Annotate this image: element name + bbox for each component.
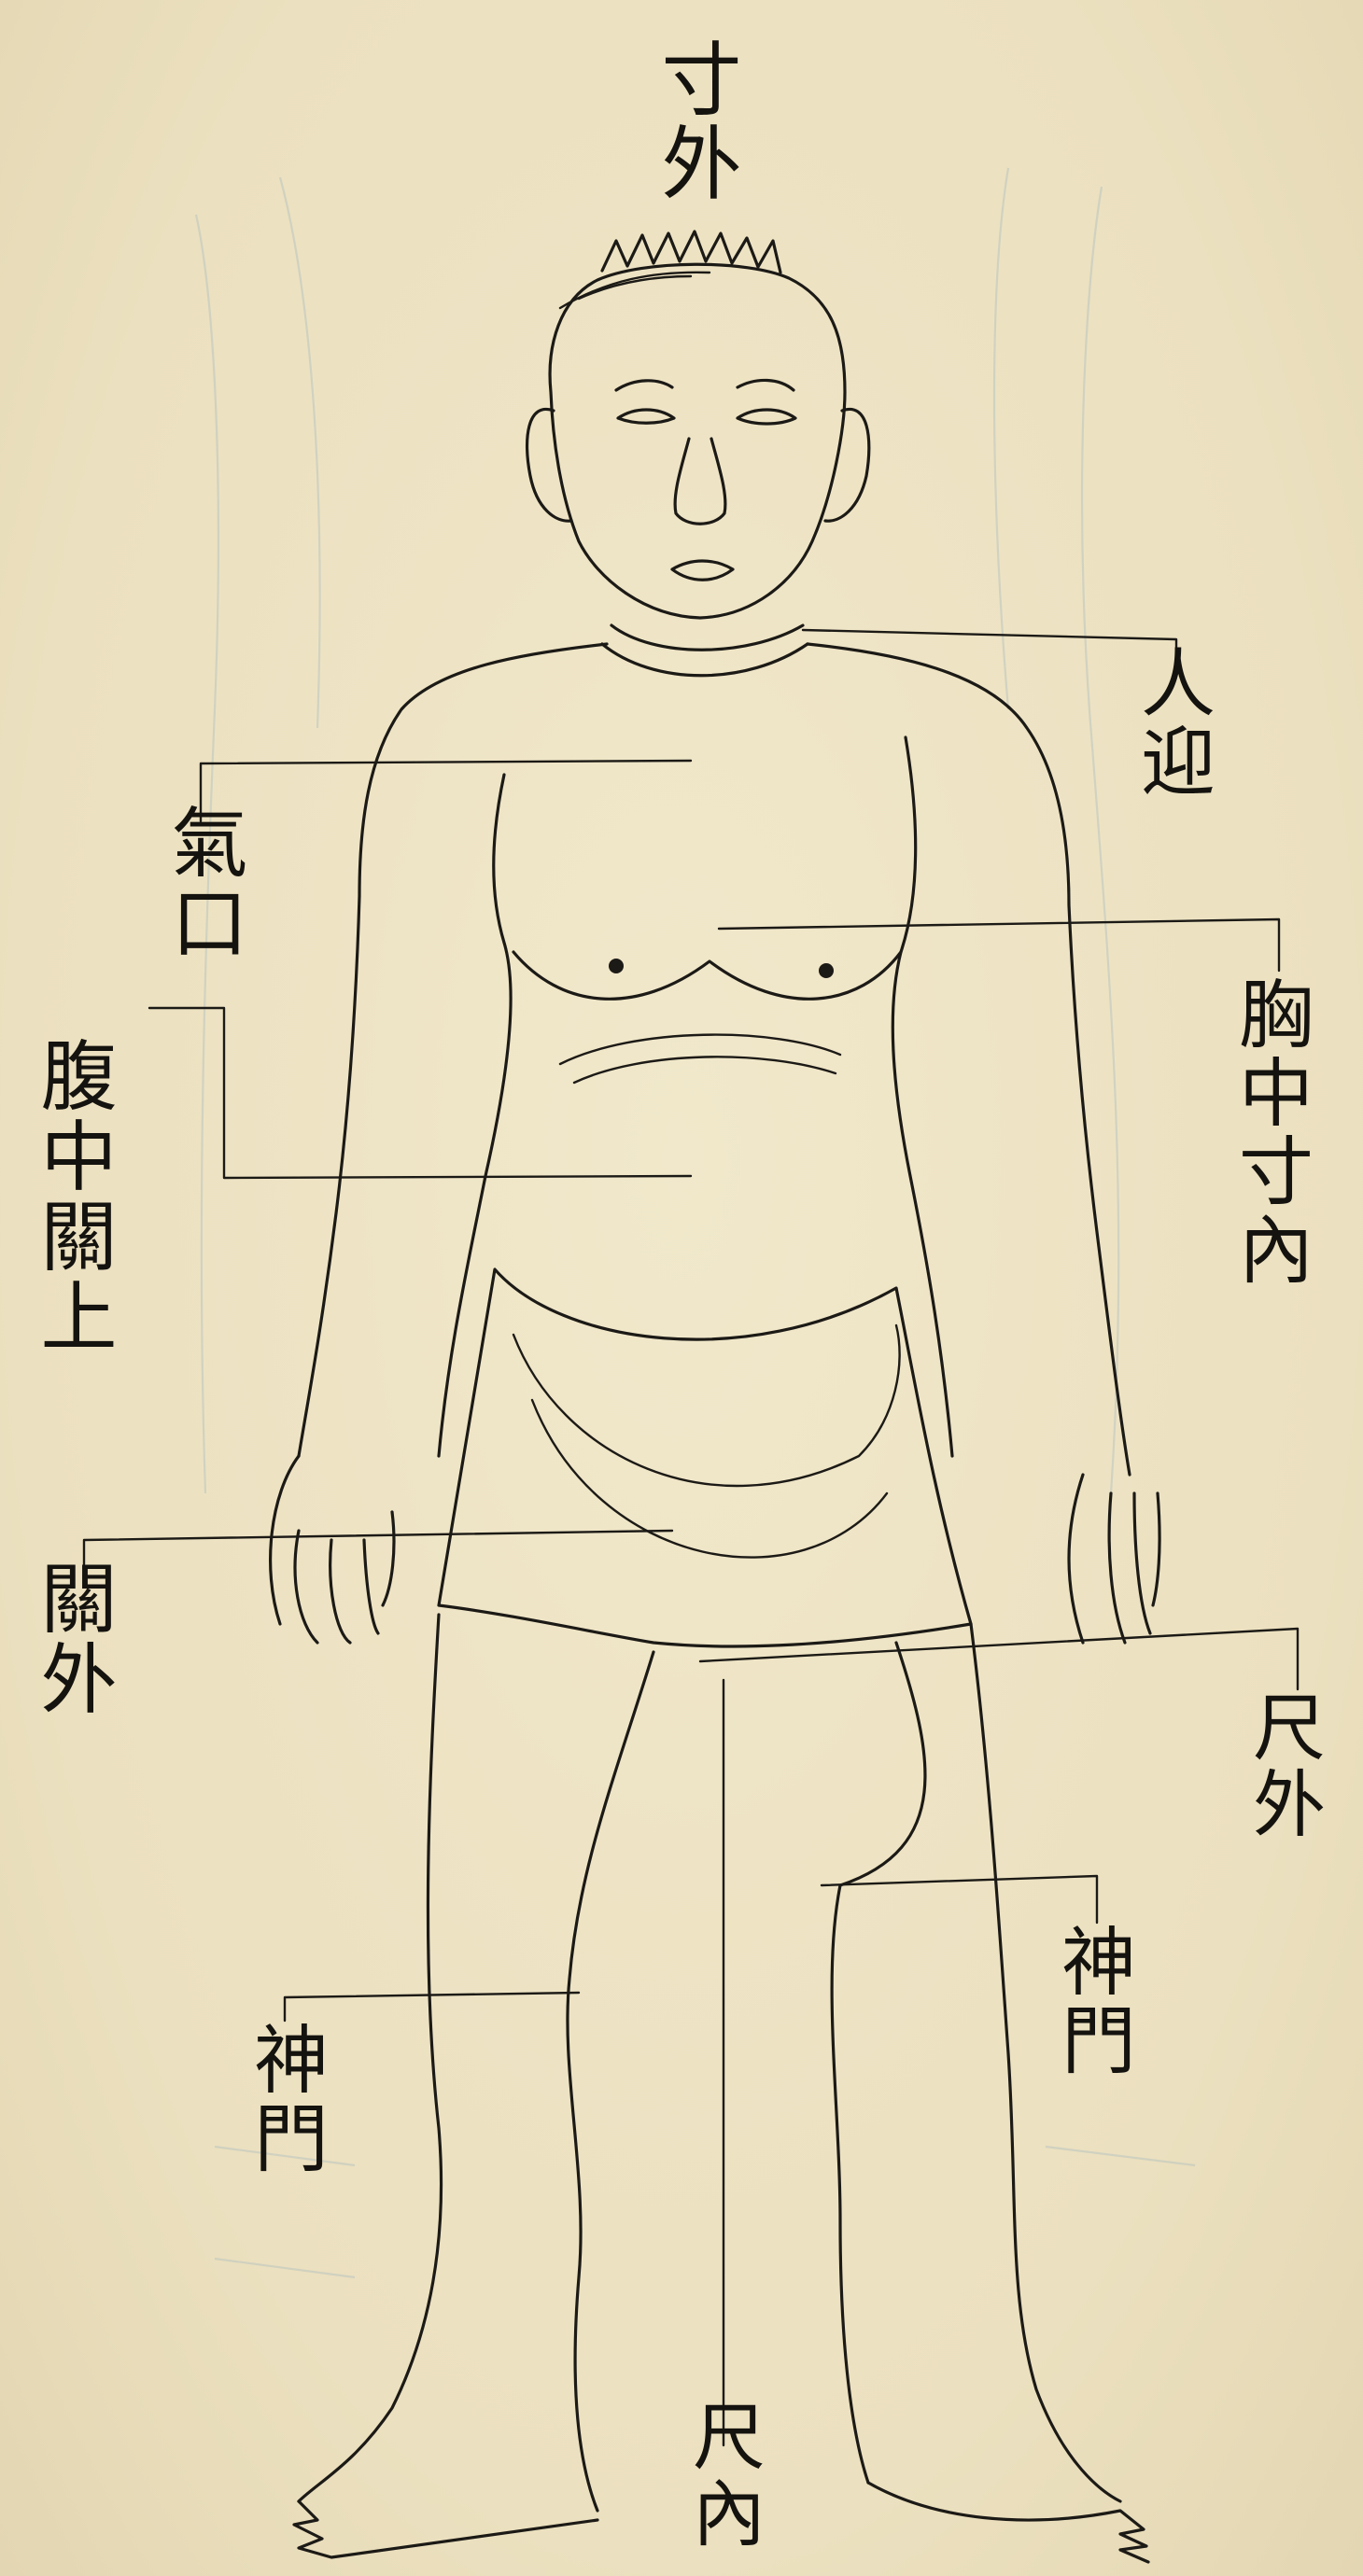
label-cun-wai: 寸外	[653, 37, 734, 205]
right-hand	[1069, 1475, 1159, 1643]
hair-topknot	[602, 231, 780, 273]
right-shoulder-arm	[808, 644, 1130, 1475]
label-ren-ying: 人迎	[1134, 644, 1209, 801]
head-outline	[550, 264, 845, 618]
loincloth	[439, 1269, 971, 1646]
left-foot	[294, 2501, 597, 2557]
label-xiong-zhong-cun-nei: 胸中寸內	[1232, 975, 1307, 1289]
right-eye	[738, 410, 795, 424]
mouth	[672, 561, 733, 580]
leader-lines	[84, 630, 1298, 2021]
right-ear	[825, 409, 869, 521]
left-ear	[527, 409, 571, 521]
label-chi-nei: 尺內	[686, 2399, 759, 2552]
label-fu-zhong-guan-shang: 腹中關上	[33, 1036, 109, 1357]
nose	[675, 439, 725, 524]
label-qi-kou: 氣口	[163, 803, 240, 963]
label-chi-wai: 尺外	[1246, 1689, 1319, 1842]
left-leg	[299, 1615, 653, 2511]
collar	[611, 625, 803, 650]
left-eye	[618, 410, 674, 423]
chest-line	[513, 952, 901, 999]
label-shen-men-left: 神門	[247, 2021, 322, 2177]
left-shoulder-arm	[299, 644, 607, 1456]
label-guan-wai: 關外	[33, 1559, 109, 1719]
left-nipple	[609, 959, 624, 973]
reverse-side-bleed	[196, 168, 1195, 2277]
left-hand	[271, 1456, 394, 1643]
label-shen-men-right: 神門	[1055, 1923, 1130, 2079]
right-nipple	[819, 963, 834, 978]
